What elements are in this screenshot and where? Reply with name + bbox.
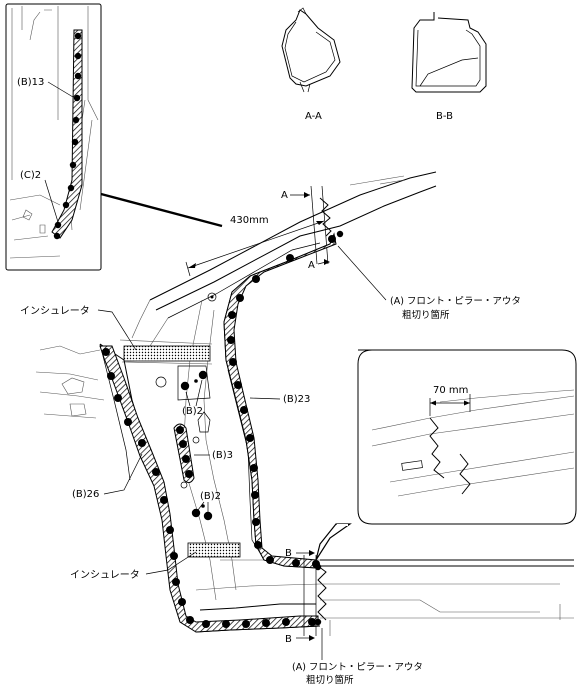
section-bb: B-B (411, 12, 487, 122)
insulator-top-label: インシュレータ (20, 305, 90, 317)
roof-rail (149, 171, 437, 319)
weld-spots-b2-lower (191, 504, 213, 521)
dim-430-label: 430mm (230, 215, 269, 226)
callout-70mm: 70 mm (315, 349, 577, 561)
cut-bottom-label-line1: (A) フロント・ピラー・アウタ (292, 662, 423, 673)
weld-spots-b2-upper (180, 370, 208, 391)
insulator-bottom-label: インシュレータ (70, 569, 140, 581)
section-aa: A-A (281, 7, 341, 122)
b2-lower-label: (B)2 (200, 491, 221, 502)
insulator-bottom-patch (187, 542, 241, 558)
callout-frame (357, 349, 577, 525)
weld-spots-b3 (176, 426, 193, 478)
detail-inset: (B)13 (C)2 (5, 3, 102, 271)
b23-label: (B)23 (283, 394, 310, 405)
section-bb-label: B-B (436, 111, 453, 122)
inset-leader-line (100, 192, 223, 228)
weld-spots-roof (336, 230, 344, 238)
dim-70-label: 70 mm (433, 385, 468, 396)
flange-b3 (173, 423, 195, 484)
inset-weld-spots (53, 32, 82, 240)
cut-bottom-label-line2: 粗切り箇所 (306, 674, 354, 686)
cut-top-label-line1: (A) フロント・ピラー・アウタ (390, 296, 521, 307)
inset-c2-label: (C)2 (20, 170, 41, 181)
inset-structure (9, 6, 99, 259)
weld-spots-b26 (102, 348, 316, 628)
insulator-top-patch (123, 345, 211, 362)
b2-upper-label: (B)2 (182, 406, 203, 417)
cut-line-b: B B (285, 548, 327, 645)
cut-top-label-line2: 粗切り箇所 (402, 309, 450, 321)
marker-b-top: B (285, 548, 292, 559)
section-aa-label: A-A (305, 111, 322, 122)
marker-b-bottom: B (285, 634, 292, 645)
inset-b13-label: (B)13 (17, 77, 44, 88)
b3-label: (B)3 (212, 450, 233, 461)
marker-a-top: A (281, 190, 288, 201)
inset-frame (5, 3, 102, 271)
rocker-panel (320, 559, 574, 636)
b26-label: (B)26 (72, 489, 99, 500)
marker-a-bottom: A (308, 260, 315, 271)
callout-labels: インシュレータ インシュレータ (B)26 (B)23 (B)2 (B)3 (B… (20, 245, 521, 686)
dimension-430mm: 430mm (185, 215, 325, 277)
flange-b23 (223, 232, 337, 569)
